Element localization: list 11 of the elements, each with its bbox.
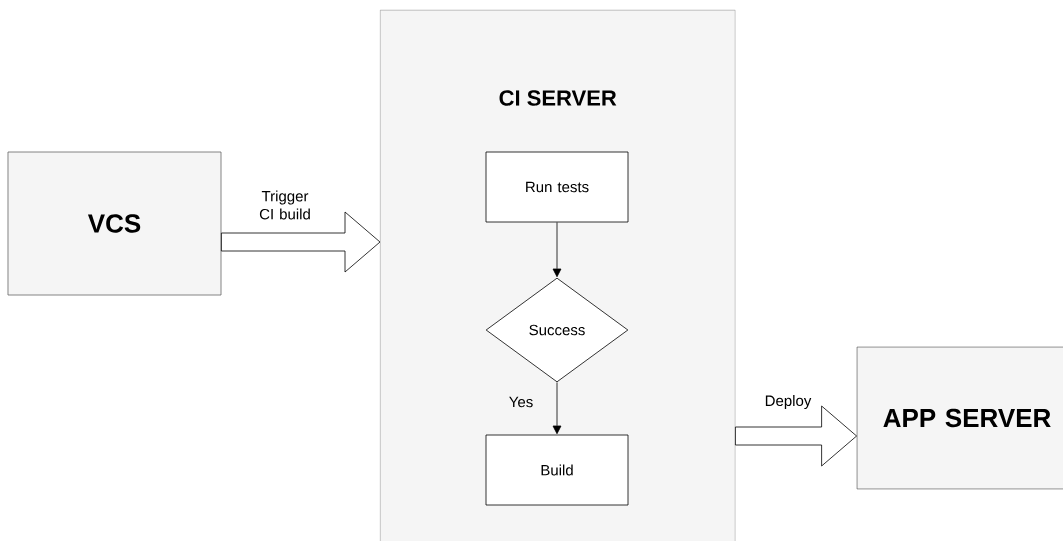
arrow [552,222,562,278]
edge-label: Trigger CI build [259,190,310,220]
server-box: VCS [7,151,222,296]
server-box: APP SERVER [856,346,1063,490]
arrow [552,382,562,435]
edge-label: Yes [509,396,533,408]
process-box: Run tests [485,151,629,223]
process-box: Build [485,434,629,506]
block-arrow [221,211,381,273]
block-arrow [735,405,857,467]
edge-label: Deploy [765,395,812,409]
